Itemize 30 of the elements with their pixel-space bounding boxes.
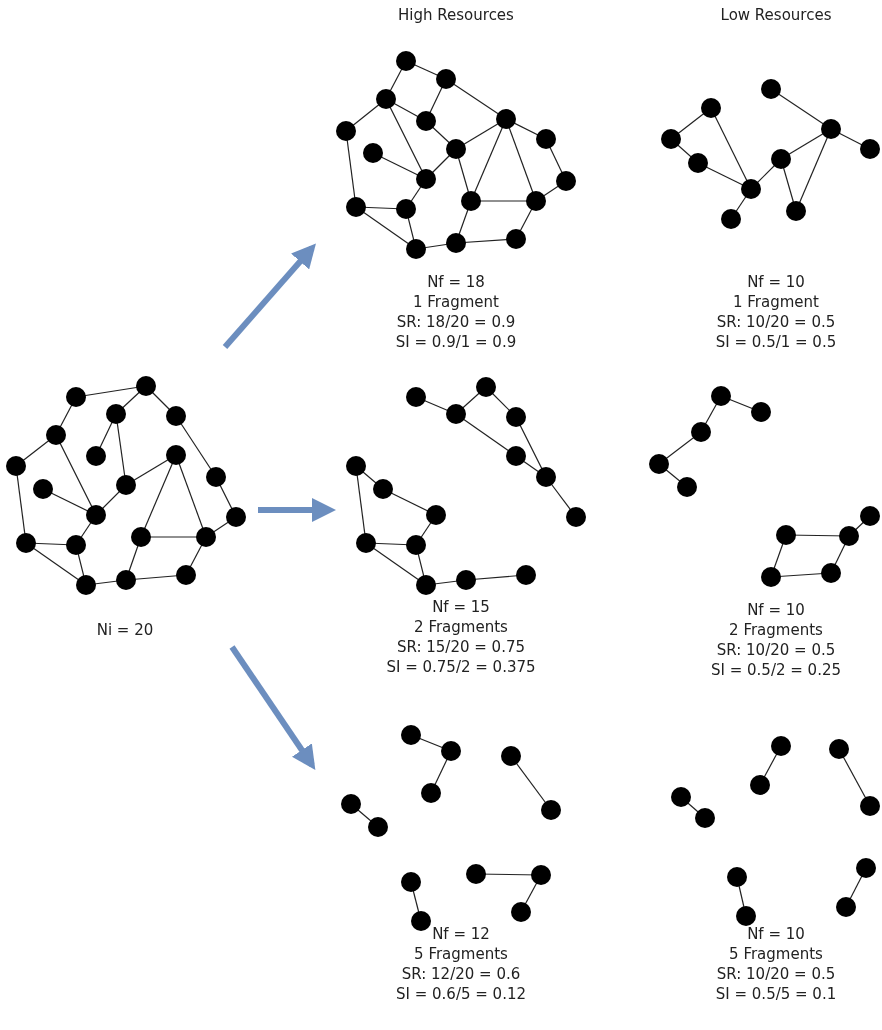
caption-text: SI = 0.6/5 = 0.12 xyxy=(395,984,527,1004)
caption-text: Ni = 20 xyxy=(95,620,155,640)
arrow xyxy=(222,243,316,349)
caption-text: Nf = 10 xyxy=(746,600,806,620)
caption-text: Nf = 10 xyxy=(746,272,806,292)
caption-text: SR: 12/20 = 0.6 xyxy=(400,964,522,984)
caption-text: Nf = 15 xyxy=(431,597,491,617)
caption-text: SI = 0.9/1 = 0.9 xyxy=(394,332,518,352)
caption-text: SR: 15/20 = 0.75 xyxy=(395,637,526,657)
caption-text: SI = 0.5/1 = 0.5 xyxy=(714,332,838,352)
caption-text: SI = 0.75/2 = 0.375 xyxy=(385,657,537,677)
caption-text: Nf = 18 xyxy=(426,272,486,292)
caption-text: SR: 10/20 = 0.5 xyxy=(715,640,837,660)
caption-text: 2 Fragments xyxy=(728,620,824,640)
caption-text: 1 Fragment xyxy=(412,292,500,312)
arrow xyxy=(258,498,336,522)
arrow xyxy=(229,645,316,770)
column-heading: High Resources xyxy=(398,6,514,24)
caption-text: Nf = 10 xyxy=(746,924,806,944)
caption-text: SR: 10/20 = 0.5 xyxy=(715,964,837,984)
caption-text: 1 Fragment xyxy=(732,292,820,312)
caption-text: 5 Fragments xyxy=(413,944,509,964)
caption-text: SI = 0.5/5 = 0.1 xyxy=(714,984,838,1004)
caption-text: SR: 10/20 = 0.5 xyxy=(715,312,837,332)
caption-text: SR: 18/20 = 0.9 xyxy=(395,312,517,332)
caption-text: Nf = 12 xyxy=(431,924,491,944)
caption-text: 5 Fragments xyxy=(728,944,824,964)
column-heading: Low Resources xyxy=(720,6,832,24)
caption-text: SI = 0.5/2 = 0.25 xyxy=(710,660,842,680)
caption-text: 2 Fragments xyxy=(413,617,509,637)
